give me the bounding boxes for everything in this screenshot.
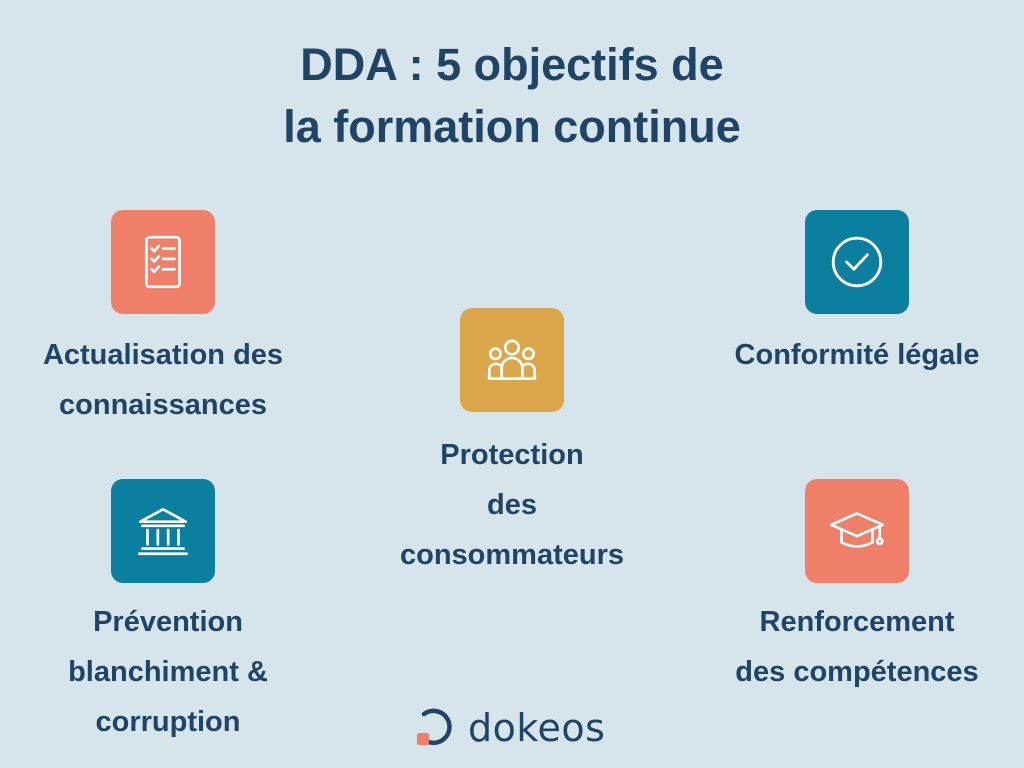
objective-label-line: Actualisation des <box>42 339 284 371</box>
objective-label-line: des compétences <box>735 656 979 688</box>
objective-label-line: consommateurs <box>399 539 624 571</box>
objective-label-line: des <box>487 489 537 521</box>
objective-label-line: corruption <box>95 706 241 738</box>
check-circle-icon <box>831 236 883 288</box>
objective-label-line: connaissances <box>59 389 267 421</box>
objective-label-consumer-protection: Protection des consommateurs <box>362 430 662 580</box>
objective-tile-consumer-protection <box>460 308 564 412</box>
objective-label-anti-laundering: Prévention blanchiment & corruption <box>0 597 336 747</box>
group-icon <box>487 339 537 380</box>
objective-label-legal-compliance: Conformité légale <box>700 330 1014 380</box>
objective-label-line: blanchiment & <box>68 656 268 688</box>
objective-label-line: Renforcement <box>759 606 955 638</box>
checklist-icon <box>145 235 181 289</box>
dokeos-logo-icon <box>417 708 452 746</box>
objective-label-skills: Renforcement des compétences <box>700 597 1014 697</box>
title-line-2: la formation continue <box>283 101 741 152</box>
objective-label-line: Conformité légale <box>734 339 980 371</box>
dokeos-logo: dokeos <box>412 700 605 756</box>
objective-tile-skills <box>805 479 909 583</box>
brand-name: dokeos <box>468 706 606 750</box>
objective-tile-anti-laundering <box>111 479 215 583</box>
objective-label-line: Prévention <box>93 606 243 638</box>
graduation-cap-icon <box>829 512 885 548</box>
objective-tile-knowledge <box>111 210 215 314</box>
bank-icon <box>137 507 189 556</box>
objective-tile-legal-compliance <box>805 210 909 314</box>
title-line-1: DDA : 5 objectifs de <box>300 39 724 90</box>
objective-label-line: Protection <box>440 439 584 471</box>
page-title: DDA : 5 objectifs de la formation contin… <box>0 34 1024 158</box>
objective-label-knowledge: Actualisation des connaissances <box>0 330 326 430</box>
